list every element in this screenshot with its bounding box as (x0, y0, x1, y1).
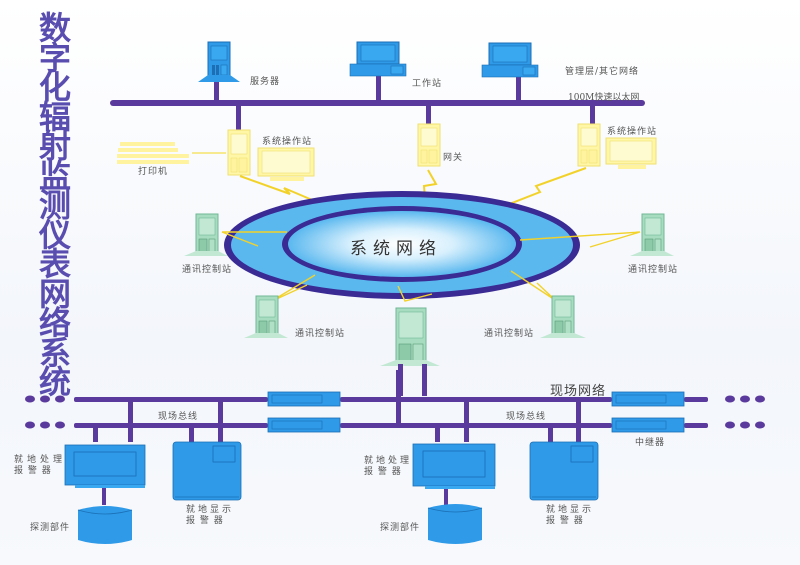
title-char: 字 (38, 38, 71, 77)
operator-station-right-icon (577, 123, 657, 169)
operator-station-right-label: 系统操作站 (607, 127, 658, 137)
diagram-title: 数字化辐射监测仪表网络系统 (34, 9, 76, 401)
detector-left-label: 探测部件 (30, 523, 71, 533)
comm-station-right-label: 通讯控制站 (628, 265, 679, 275)
comm-station-lower-left-icon (244, 295, 288, 338)
workstation-icon (349, 41, 407, 77)
title-char: 化 (38, 68, 71, 106)
server-icon (198, 41, 240, 82)
display-alarm-right-label-line1: 就地显示 (546, 505, 595, 515)
processor-alarm-left-icon (64, 444, 146, 488)
repeater-right-top-icon (611, 391, 685, 407)
title-char: 测 (38, 186, 71, 224)
gateway-icon (417, 123, 441, 167)
processor-alarm-left-label-line2: 报 警 器 (14, 466, 52, 476)
gateway-label: 网关 (443, 153, 464, 163)
comm-station-lower-left-label: 通讯控制站 (295, 329, 346, 339)
title-char: 统 (38, 363, 71, 401)
comm-station-left-label: 通讯控制站 (182, 265, 233, 275)
repeater-right-bottom-icon (611, 417, 685, 433)
field-network-label: 现场网络 (550, 384, 607, 399)
printer-label: 打印机 (138, 167, 169, 177)
ethernet-bus (110, 74, 645, 130)
bus-continuation-dots (25, 395, 765, 429)
title-char: 表 (38, 245, 71, 283)
system-network-ring (224, 191, 580, 299)
processor-alarm-right-label: 就地处理 报 警 器 (364, 456, 412, 478)
comm-station-lower-right-icon (540, 295, 586, 338)
display-alarm-left-label: 就地显示 报 警 器 (186, 505, 234, 527)
system-network-label: 系统网络 (350, 239, 442, 259)
field-network-bus (74, 364, 708, 508)
title-char: 网 (38, 274, 71, 313)
title-char: 数 (38, 9, 71, 47)
title-char: 仪 (38, 215, 71, 254)
comm-station-left-icon (184, 213, 228, 256)
detector-left-icon (77, 506, 133, 544)
title-char: 射 (38, 127, 71, 165)
display-alarm-right-label-line2: 报 警 器 (546, 516, 584, 526)
operator-station-left-icon (227, 129, 315, 181)
title-char: 监 (38, 156, 71, 195)
ethernet-label: 100M快速以太网 (568, 93, 640, 103)
field-gateway-station-icon (380, 307, 440, 366)
comm-station-lower-right-label: 通讯控制站 (484, 329, 535, 339)
processor-alarm-left-label-line1: 就地处理 (14, 455, 67, 465)
display-alarm-left-label-line1: 就地显示 (186, 505, 235, 515)
display-alarm-right-icon (529, 441, 599, 501)
title-char: 络 (38, 304, 71, 342)
management-terminal-icon (481, 42, 539, 78)
processor-alarm-right-label-line2: 报 警 器 (364, 467, 402, 477)
field-bus-left-label: 现场总线 (158, 412, 199, 422)
processor-alarm-right-label-line1: 就地处理 (364, 456, 413, 466)
title-char: 系 (38, 333, 71, 372)
server-label: 服务器 (250, 77, 281, 87)
detector-right-label: 探测部件 (380, 523, 421, 533)
processor-alarm-right-icon (412, 443, 496, 489)
display-alarm-left-icon (172, 441, 242, 501)
display-alarm-left-label-line2: 报 警 器 (186, 516, 224, 526)
processor-alarm-left-label: 就地处理 报 警 器 (14, 455, 66, 477)
repeater-left-top-icon (267, 391, 341, 407)
detector-right-icon (427, 504, 483, 544)
repeater-label: 中继器 (635, 438, 666, 448)
workstation-label: 工作站 (412, 79, 443, 89)
display-alarm-right-label: 就地显示 报 警 器 (546, 505, 594, 527)
operator-station-left-label: 系统操作站 (262, 137, 313, 147)
repeater-left-bottom-icon (267, 417, 341, 433)
comm-station-right-icon (630, 213, 674, 256)
title-char: 辐 (38, 97, 71, 136)
field-bus-right-label: 现场总线 (506, 412, 547, 422)
other-network-label: 管理层/其它网络 (565, 67, 640, 77)
printer-icon (117, 142, 189, 164)
